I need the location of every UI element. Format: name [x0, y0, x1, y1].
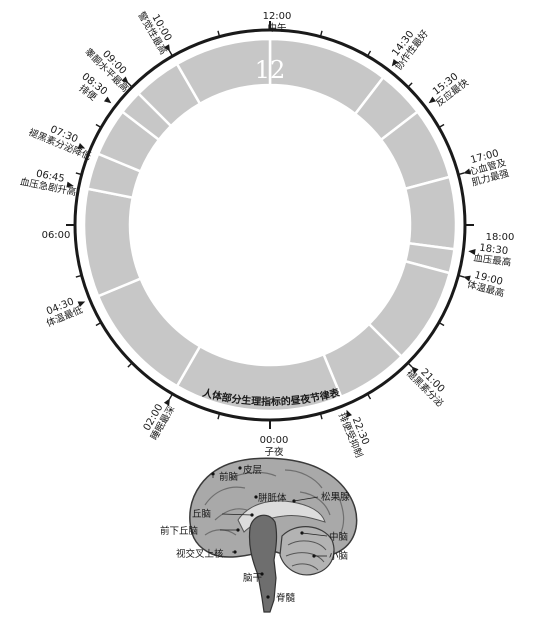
brain-illustration	[189, 457, 358, 613]
hour-tick	[438, 123, 445, 129]
event-pointer	[463, 275, 471, 282]
hour-label-00: 00:00	[260, 435, 289, 446]
outer-ring	[73, 28, 467, 422]
hour-label-12: 12:00	[263, 11, 292, 22]
hour-tick	[319, 413, 323, 420]
event-pointer	[391, 58, 399, 67]
brain-label-frontal: 前脑	[219, 471, 238, 483]
event-pointer	[346, 409, 352, 418]
event-pointer	[163, 44, 170, 52]
event-pointer	[121, 76, 129, 84]
event-pointer	[103, 96, 112, 104]
brain-label-scn: 视交叉上核	[176, 548, 224, 560]
brain-label-corpus: 胼胝体	[258, 492, 287, 504]
brain-label-spinal: 脊髓	[276, 592, 296, 604]
hour-tick	[95, 321, 102, 327]
ring-segment	[175, 37, 272, 106]
event-pointer	[66, 181, 74, 188]
event-pointer	[468, 249, 476, 255]
hour-tick	[366, 50, 372, 57]
ring-segment	[96, 276, 202, 388]
event-pointer	[463, 168, 471, 175]
hour-tick	[217, 413, 221, 420]
ring-segments	[82, 37, 458, 413]
hour-note-12: 中午	[267, 22, 286, 34]
brain-label-cerebellum: 小脑	[329, 550, 348, 562]
center-mark-12: 12	[255, 56, 286, 84]
hour-note-00: 子夜	[264, 446, 284, 458]
hour-tick	[217, 30, 221, 37]
hour-label-18: 18:00	[486, 232, 515, 243]
event-note: 血压最高	[473, 252, 512, 269]
hour-label-06: 06:00	[42, 230, 71, 241]
event-time: 18:30	[479, 243, 509, 258]
hour-tick	[366, 393, 372, 400]
brain-label-thalamus: 丘脑	[192, 508, 211, 520]
event-pointer	[411, 366, 419, 374]
ring-segment	[403, 175, 458, 251]
brain-label-brainstem: 脑干	[243, 572, 262, 584]
hour-tick	[319, 30, 323, 37]
event-pointer	[77, 143, 86, 149]
event-pointer	[428, 96, 437, 104]
hour-tick	[407, 82, 413, 88]
brain-label-hypothalamus: 前下丘脑	[160, 525, 198, 537]
hour-tick	[438, 321, 445, 327]
hour-tick	[95, 123, 102, 129]
hour-tick	[127, 362, 133, 368]
hour-tick	[75, 172, 82, 176]
hour-tick	[75, 274, 82, 278]
brain-label-pineal: 松果腺	[321, 491, 350, 503]
brain-label-cortex: 皮层	[243, 464, 262, 476]
brain-label-midbrain: 中脑	[329, 531, 348, 543]
event-pointer	[77, 301, 86, 307]
ring-segment	[82, 187, 143, 298]
event-pointer	[163, 398, 170, 406]
